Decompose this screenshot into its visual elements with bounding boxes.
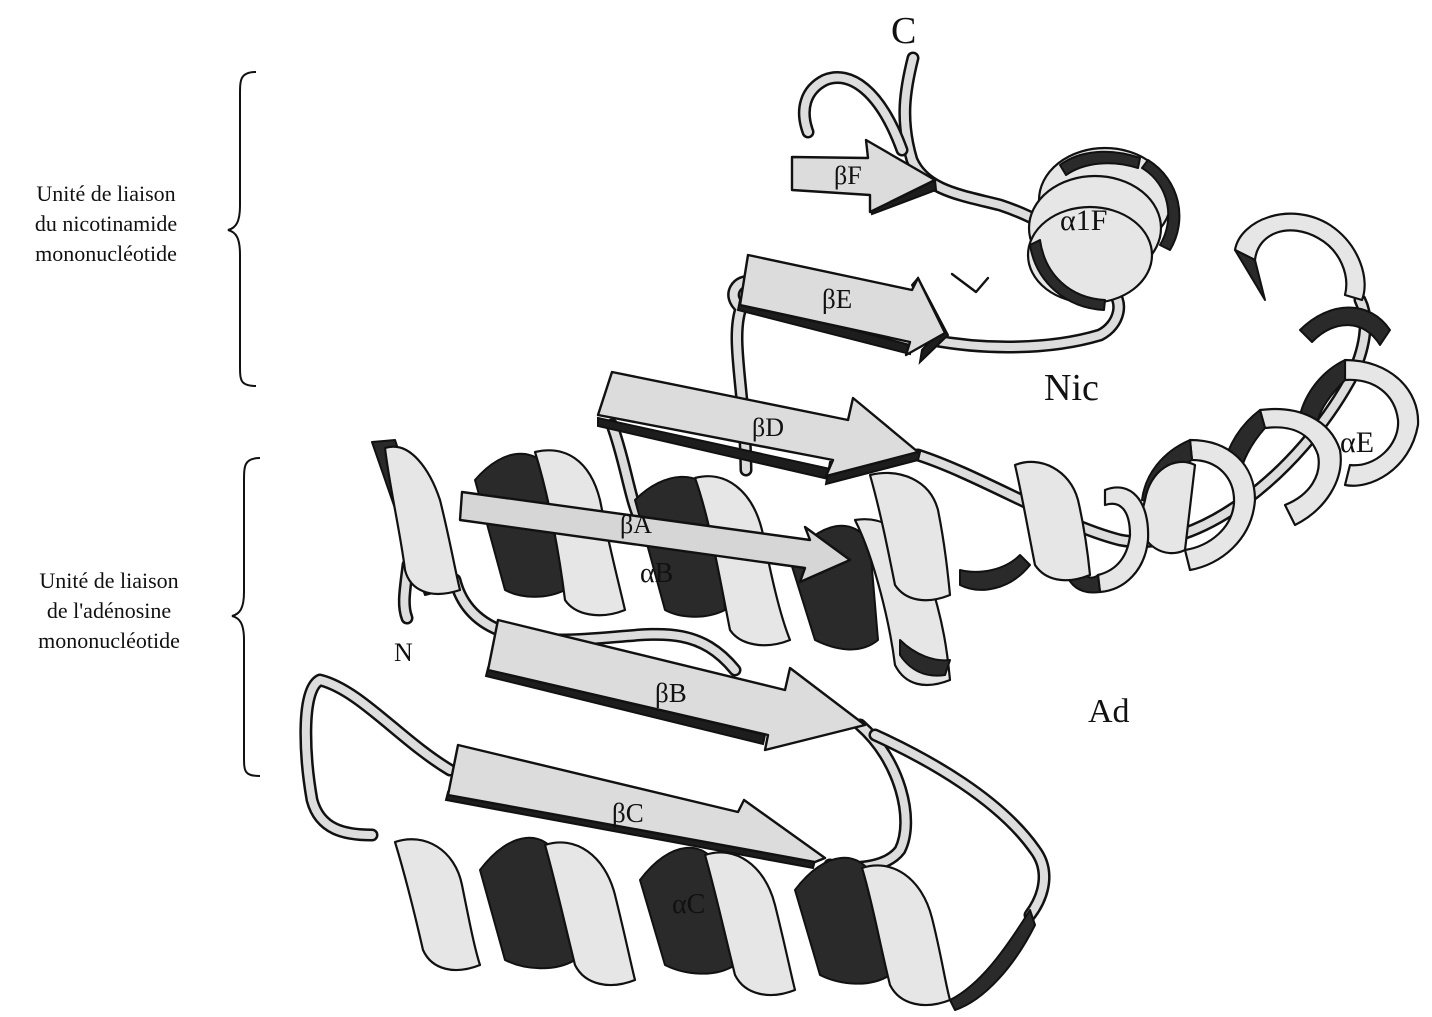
strand-bE-label: βE (822, 284, 852, 314)
strand-bC-label: βC (612, 798, 644, 828)
nad-ligand (952, 274, 988, 292)
nicotinamide-unit-brace (228, 72, 256, 386)
c-terminus-label: C (891, 10, 916, 52)
strand-bD-label: βD (752, 413, 784, 442)
strand-bF-label: βF (834, 161, 862, 190)
strand-bB-label: βB (655, 678, 687, 708)
n-terminus-label: N (394, 638, 413, 667)
helix-aB-label: αB (640, 558, 673, 589)
helix-a1F-label: α1F (1060, 204, 1107, 237)
adenosine-unit-brace (232, 458, 260, 776)
helix-aC-label: αC (672, 889, 705, 920)
helix-aC (395, 838, 1035, 1010)
helix-aE-label: αE (1340, 426, 1374, 459)
adenosine-ligand-label: Ad (1088, 693, 1130, 730)
nicotinamide-ligand-label: Nic (1044, 367, 1099, 409)
strand-bA-label: βA (620, 510, 652, 539)
